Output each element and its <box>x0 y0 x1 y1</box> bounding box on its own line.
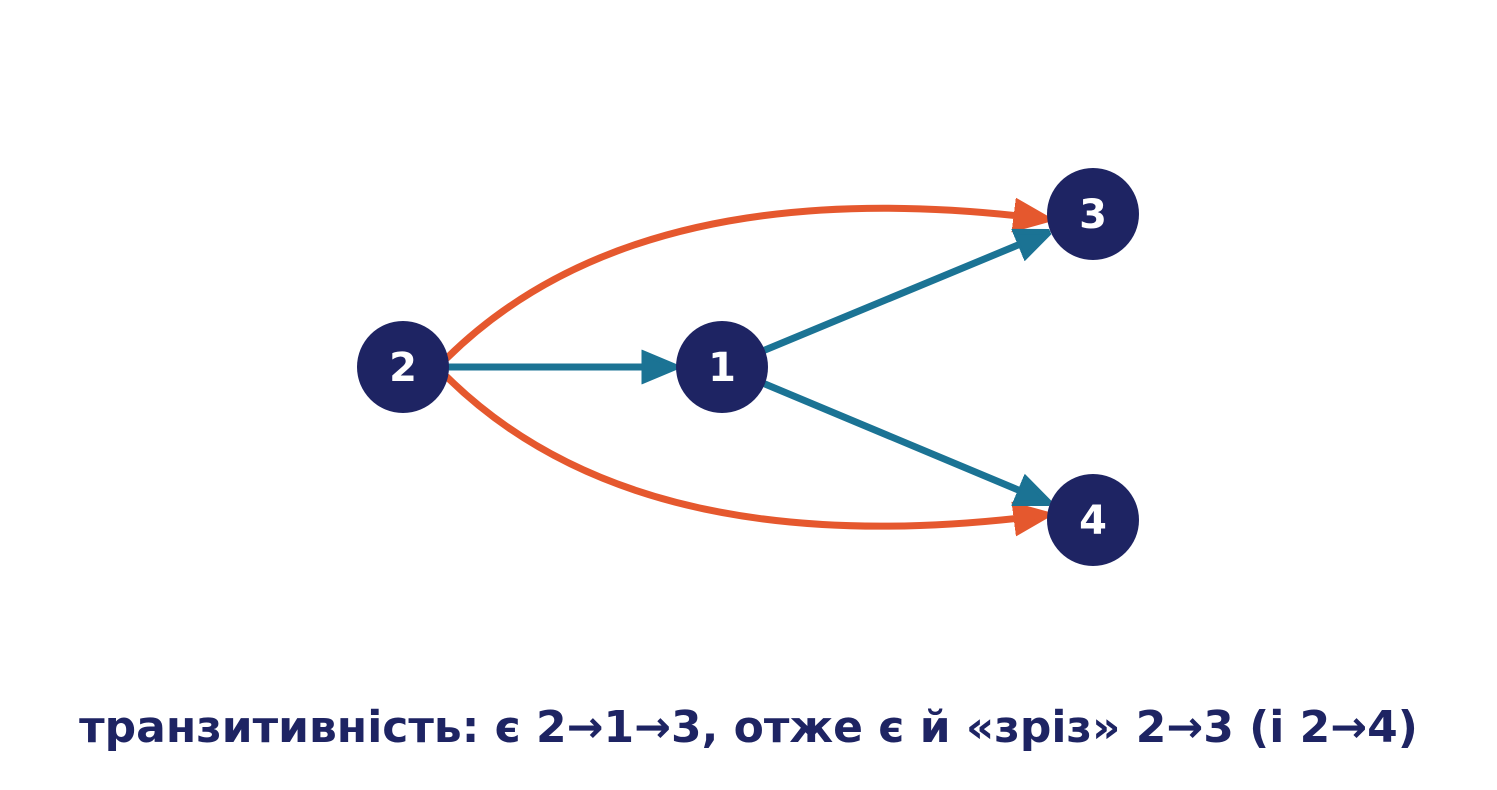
node-1: 1 <box>676 321 768 413</box>
node-circle <box>1047 474 1139 566</box>
edge-2-to-4 <box>443 373 1045 526</box>
node-circle <box>676 321 768 413</box>
node-circle <box>1047 168 1139 260</box>
edge-2-to-3 <box>443 208 1045 362</box>
node-2: 2 <box>357 321 449 413</box>
caption: транзитивність: є 2→1→3, отже є й «зріз»… <box>79 702 1418 753</box>
node-label: 3 <box>1079 192 1107 238</box>
edge-1-to-4 <box>761 380 1047 502</box>
node-4: 4 <box>1047 474 1139 566</box>
node-circle <box>357 321 449 413</box>
node-label: 1 <box>708 345 736 391</box>
node-3: 3 <box>1047 168 1139 260</box>
node-label: 4 <box>1079 498 1107 544</box>
node-label: 2 <box>389 345 417 391</box>
edge-1-to-3 <box>761 233 1047 354</box>
